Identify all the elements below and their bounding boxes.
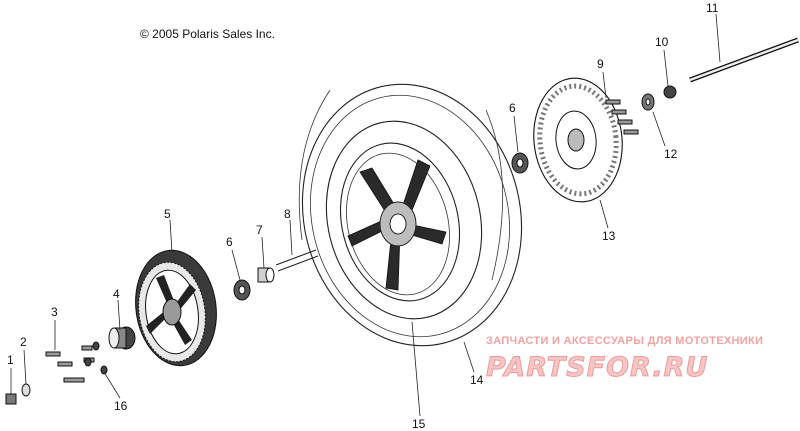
callout-6-left: 6	[226, 235, 233, 249]
rear-wheel-and-tire	[298, 83, 523, 347]
drive-pulley	[135, 249, 217, 367]
rear-axle	[689, 37, 799, 83]
callout-15: 15	[412, 417, 426, 431]
watermark-caption: ЗАПЧАСТИ И АКСЕССУАРЫ ДЛЯ МОТОТЕХНИКИ	[486, 335, 763, 347]
wheel-spacer	[257, 267, 275, 283]
watermark-logo: PARTSFOR.RU	[486, 352, 708, 383]
axle-nut	[663, 85, 677, 99]
callout-5: 5	[164, 207, 171, 221]
callout-7: 7	[256, 223, 263, 237]
right-bearing	[511, 152, 529, 174]
callout-11: 11	[706, 1, 719, 15]
axle-sleeve	[275, 249, 319, 272]
callout-14: 14	[470, 373, 484, 387]
lug-nut	[5, 393, 17, 405]
callout-13: 13	[602, 229, 616, 243]
callout-2: 2	[20, 335, 27, 349]
lug-washer	[21, 383, 31, 397]
callout-1: 1	[7, 353, 14, 367]
callout-9: 9	[597, 57, 604, 71]
watermark: ЗАПЧАСТИ И АКСЕССУАРЫ ДЛЯ МОТОТЕХНИКИ PA…	[486, 335, 763, 384]
copyright-text: © 2005 Polaris Sales Inc.	[140, 27, 275, 41]
callout-labels: 1 2 3 4 5 6 7 8 9 10 11 12 6 13 14 15 16	[7, 1, 719, 431]
callout-4: 4	[113, 287, 120, 301]
callout-6-right: 6	[509, 101, 516, 115]
rotor-bolts	[605, 99, 639, 135]
callout-12: 12	[664, 147, 678, 161]
left-bearing	[233, 279, 251, 301]
hub-spacer	[108, 326, 136, 350]
callout-10: 10	[655, 35, 669, 49]
axle-washer	[641, 93, 655, 111]
callout-8: 8	[284, 207, 291, 221]
callout-3: 3	[51, 305, 58, 319]
callout-16: 16	[114, 399, 128, 413]
pulley-fasteners	[45, 341, 108, 383]
brake-rotor	[533, 77, 623, 203]
leader-lines	[10, 13, 721, 417]
